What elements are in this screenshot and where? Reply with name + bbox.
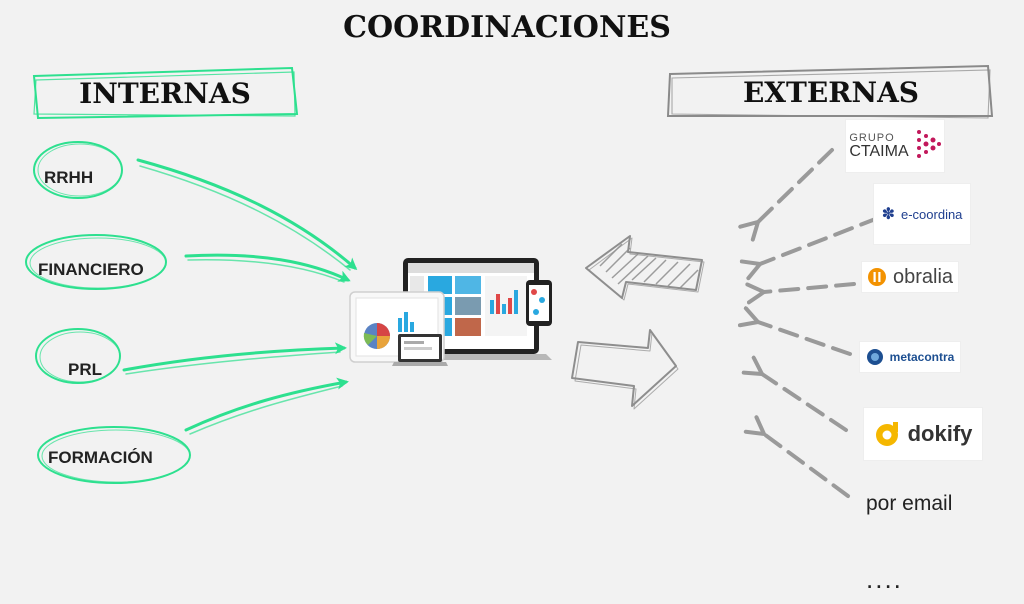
exchange-arrow-left [585, 235, 703, 299]
dokify-d-icon [875, 422, 898, 446]
page-title: COORDINACIONES [343, 10, 671, 45]
externas-header-outline [666, 64, 994, 119]
externas-header: EXTERNAS [666, 62, 996, 122]
arrow-rrhh [136, 158, 358, 270]
arrow-ctaima [758, 148, 834, 222]
arrow-dokify [762, 374, 848, 432]
metacontratas-globe-icon [866, 349, 883, 365]
exchange-arrows-icon [571, 235, 705, 410]
internal-item-label: FINANCIERO [38, 260, 144, 279]
arrow-email [764, 434, 850, 498]
logo-metacontratas: metacontra [860, 342, 960, 372]
arrow-obralia [764, 282, 856, 292]
logo-ctaima: GRUPO CTAIMA [846, 120, 944, 172]
internal-item-label: FORMACIÓN [48, 448, 153, 467]
ctaima-line1: GRUPO [849, 131, 895, 144]
internas-label: INTERNAS [79, 76, 251, 110]
email-label: por email [866, 492, 953, 515]
arrow-ecoordina [760, 216, 880, 264]
obralia-wordmark: obralia [892, 265, 954, 288]
exchange-arrow-right [571, 329, 677, 407]
logo-obralia: obralia [862, 262, 958, 292]
internal-item-label: PRL [68, 360, 102, 379]
arrow-prl [122, 342, 347, 372]
internal-item-outline [33, 141, 123, 199]
internal-item-outline [25, 234, 167, 290]
logo-dokify: dokify [864, 408, 982, 460]
more-ellipsis: .... [866, 564, 903, 594]
internal-item-label: RRHH [44, 168, 94, 187]
internal-item-outline [35, 328, 121, 384]
e-coordina-flower-icon: ✽ [881, 206, 895, 223]
internal-item-financiero: FINANCIERO [24, 232, 174, 292]
arrow-metacontratas [758, 322, 852, 356]
green-arrows [122, 158, 358, 435]
internal-item-rrhh: RRHH [32, 140, 128, 200]
dokify-wordmark: dokify [907, 421, 973, 446]
ctaima-line2: CTAIMA [849, 142, 909, 160]
arrow-financiero [184, 253, 351, 282]
obralia-circle-icon [867, 268, 886, 286]
arrow-formacion [184, 377, 349, 432]
internal-item-outline [37, 426, 191, 484]
externas-label: EXTERNAS [742, 75, 920, 109]
internas-header: INTERNAS [30, 64, 300, 122]
ctaima-triangles-icon [916, 130, 941, 158]
gray-dashed-arrows [758, 148, 880, 498]
device-mockup-icon [349, 258, 552, 366]
metacontratas-wordmark: metacontra [889, 350, 955, 364]
logo-e-coordina: ✽ e-coordina [874, 184, 970, 244]
internas-header-outline [32, 66, 299, 120]
ctaima-wordmark: GRUPO CTAIMA [849, 131, 909, 160]
e-coordina-wordmark: e-coordina [900, 206, 963, 222]
internal-item-prl: PRL [34, 326, 124, 386]
internal-item-formacion: FORMACIÓN [36, 424, 196, 486]
